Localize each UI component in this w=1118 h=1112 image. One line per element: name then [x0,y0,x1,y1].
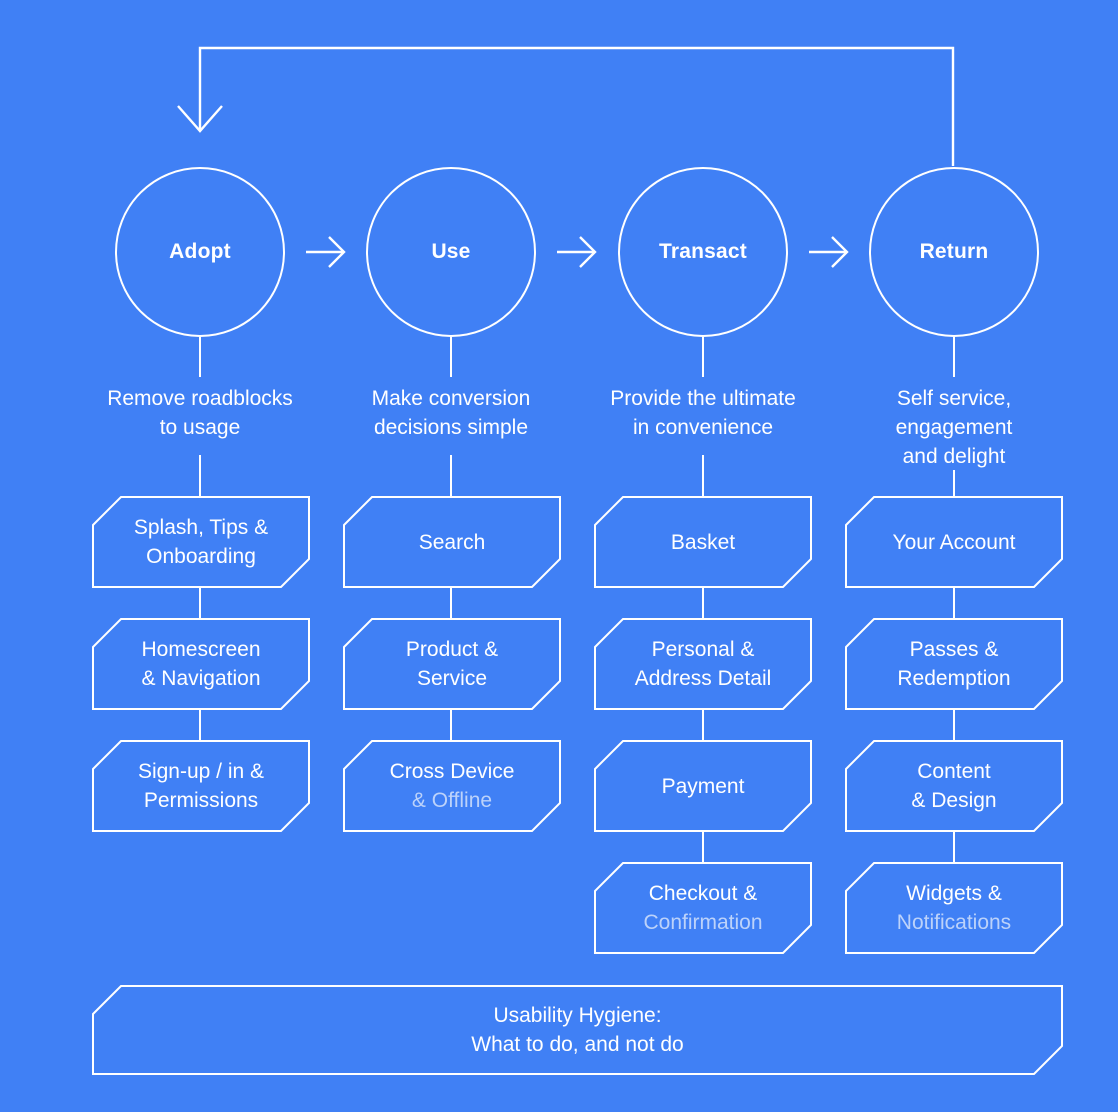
connector-return-to-box1 [953,470,955,496]
stage-caption-adopt: Remove roadblocks to usage [107,387,293,439]
arrow-transact-to-return-icon [809,236,849,268]
item-box-transact-3[interactable]: Payment [594,740,812,832]
item-box-adopt-2[interactable]: Homescreen & Navigation [92,618,310,710]
connector-use-to-box1 [450,455,452,496]
connector-transact-caption [702,337,704,377]
stage-circle-label-return: Return [919,240,989,263]
item-box-return-3[interactable]: Content & Design [845,740,1063,832]
connector-transact-box2-box3 [702,710,704,740]
connector-adopt-caption [199,337,201,377]
stage-caption-return: Self service, engagement and delight [895,387,1013,468]
item-box-use-3[interactable]: Cross Device & Offline [343,740,561,832]
footer-banner[interactable]: Usability Hygiene: What to do, and not d… [92,985,1063,1075]
connector-adopt-to-box1 [199,455,201,496]
connector-return-box3-box4 [953,832,955,862]
item-box-use-1[interactable]: Search [343,496,561,588]
stage-circle-adopt[interactable]: Adopt [115,167,285,337]
connector-transact-box3-box4 [702,832,704,862]
stage-circle-label-use: Use [431,240,471,263]
item-box-adopt-3[interactable]: Sign-up / in & Permissions [92,740,310,832]
stage-circle-return[interactable]: Return [869,167,1039,337]
connector-return-box2-box3 [953,710,955,740]
item-box-return-1[interactable]: Your Account [845,496,1063,588]
item-box-transact-1[interactable]: Basket [594,496,812,588]
item-box-return-2[interactable]: Passes & Redemption [845,618,1063,710]
stage-caption-use: Make conversion decisions simple [371,387,531,439]
connector-use-box1-box2 [450,588,452,618]
connector-use-box2-box3 [450,710,452,740]
connector-return-caption [953,337,955,377]
stage-caption-transact: Provide the ultimate in convenience [610,387,796,439]
arrow-adopt-to-use-icon [306,236,346,268]
connector-use-caption [450,337,452,377]
stage-circle-transact[interactable]: Transact [618,167,788,337]
arrow-use-to-transact-icon [557,236,597,268]
return-loop-arrowhead [177,105,223,133]
connector-return-box1-box2 [953,588,955,618]
stage-circle-label-adopt: Adopt [169,240,231,263]
return-loop-path [198,46,955,166]
item-box-transact-2[interactable]: Personal & Address Detail [594,618,812,710]
stage-circle-label-transact: Transact [659,240,747,263]
item-box-return-4[interactable]: Widgets & Notifications [845,862,1063,954]
connector-adopt-box2-box3 [199,710,201,740]
item-box-use-2[interactable]: Product & Service [343,618,561,710]
item-box-adopt-1[interactable]: Splash, Tips & Onboarding [92,496,310,588]
connector-adopt-box1-box2 [199,588,201,618]
item-box-transact-4[interactable]: Checkout & Confirmation [594,862,812,954]
connector-transact-to-box1 [702,455,704,496]
stage-circle-use[interactable]: Use [366,167,536,337]
connector-transact-box1-box2 [702,588,704,618]
